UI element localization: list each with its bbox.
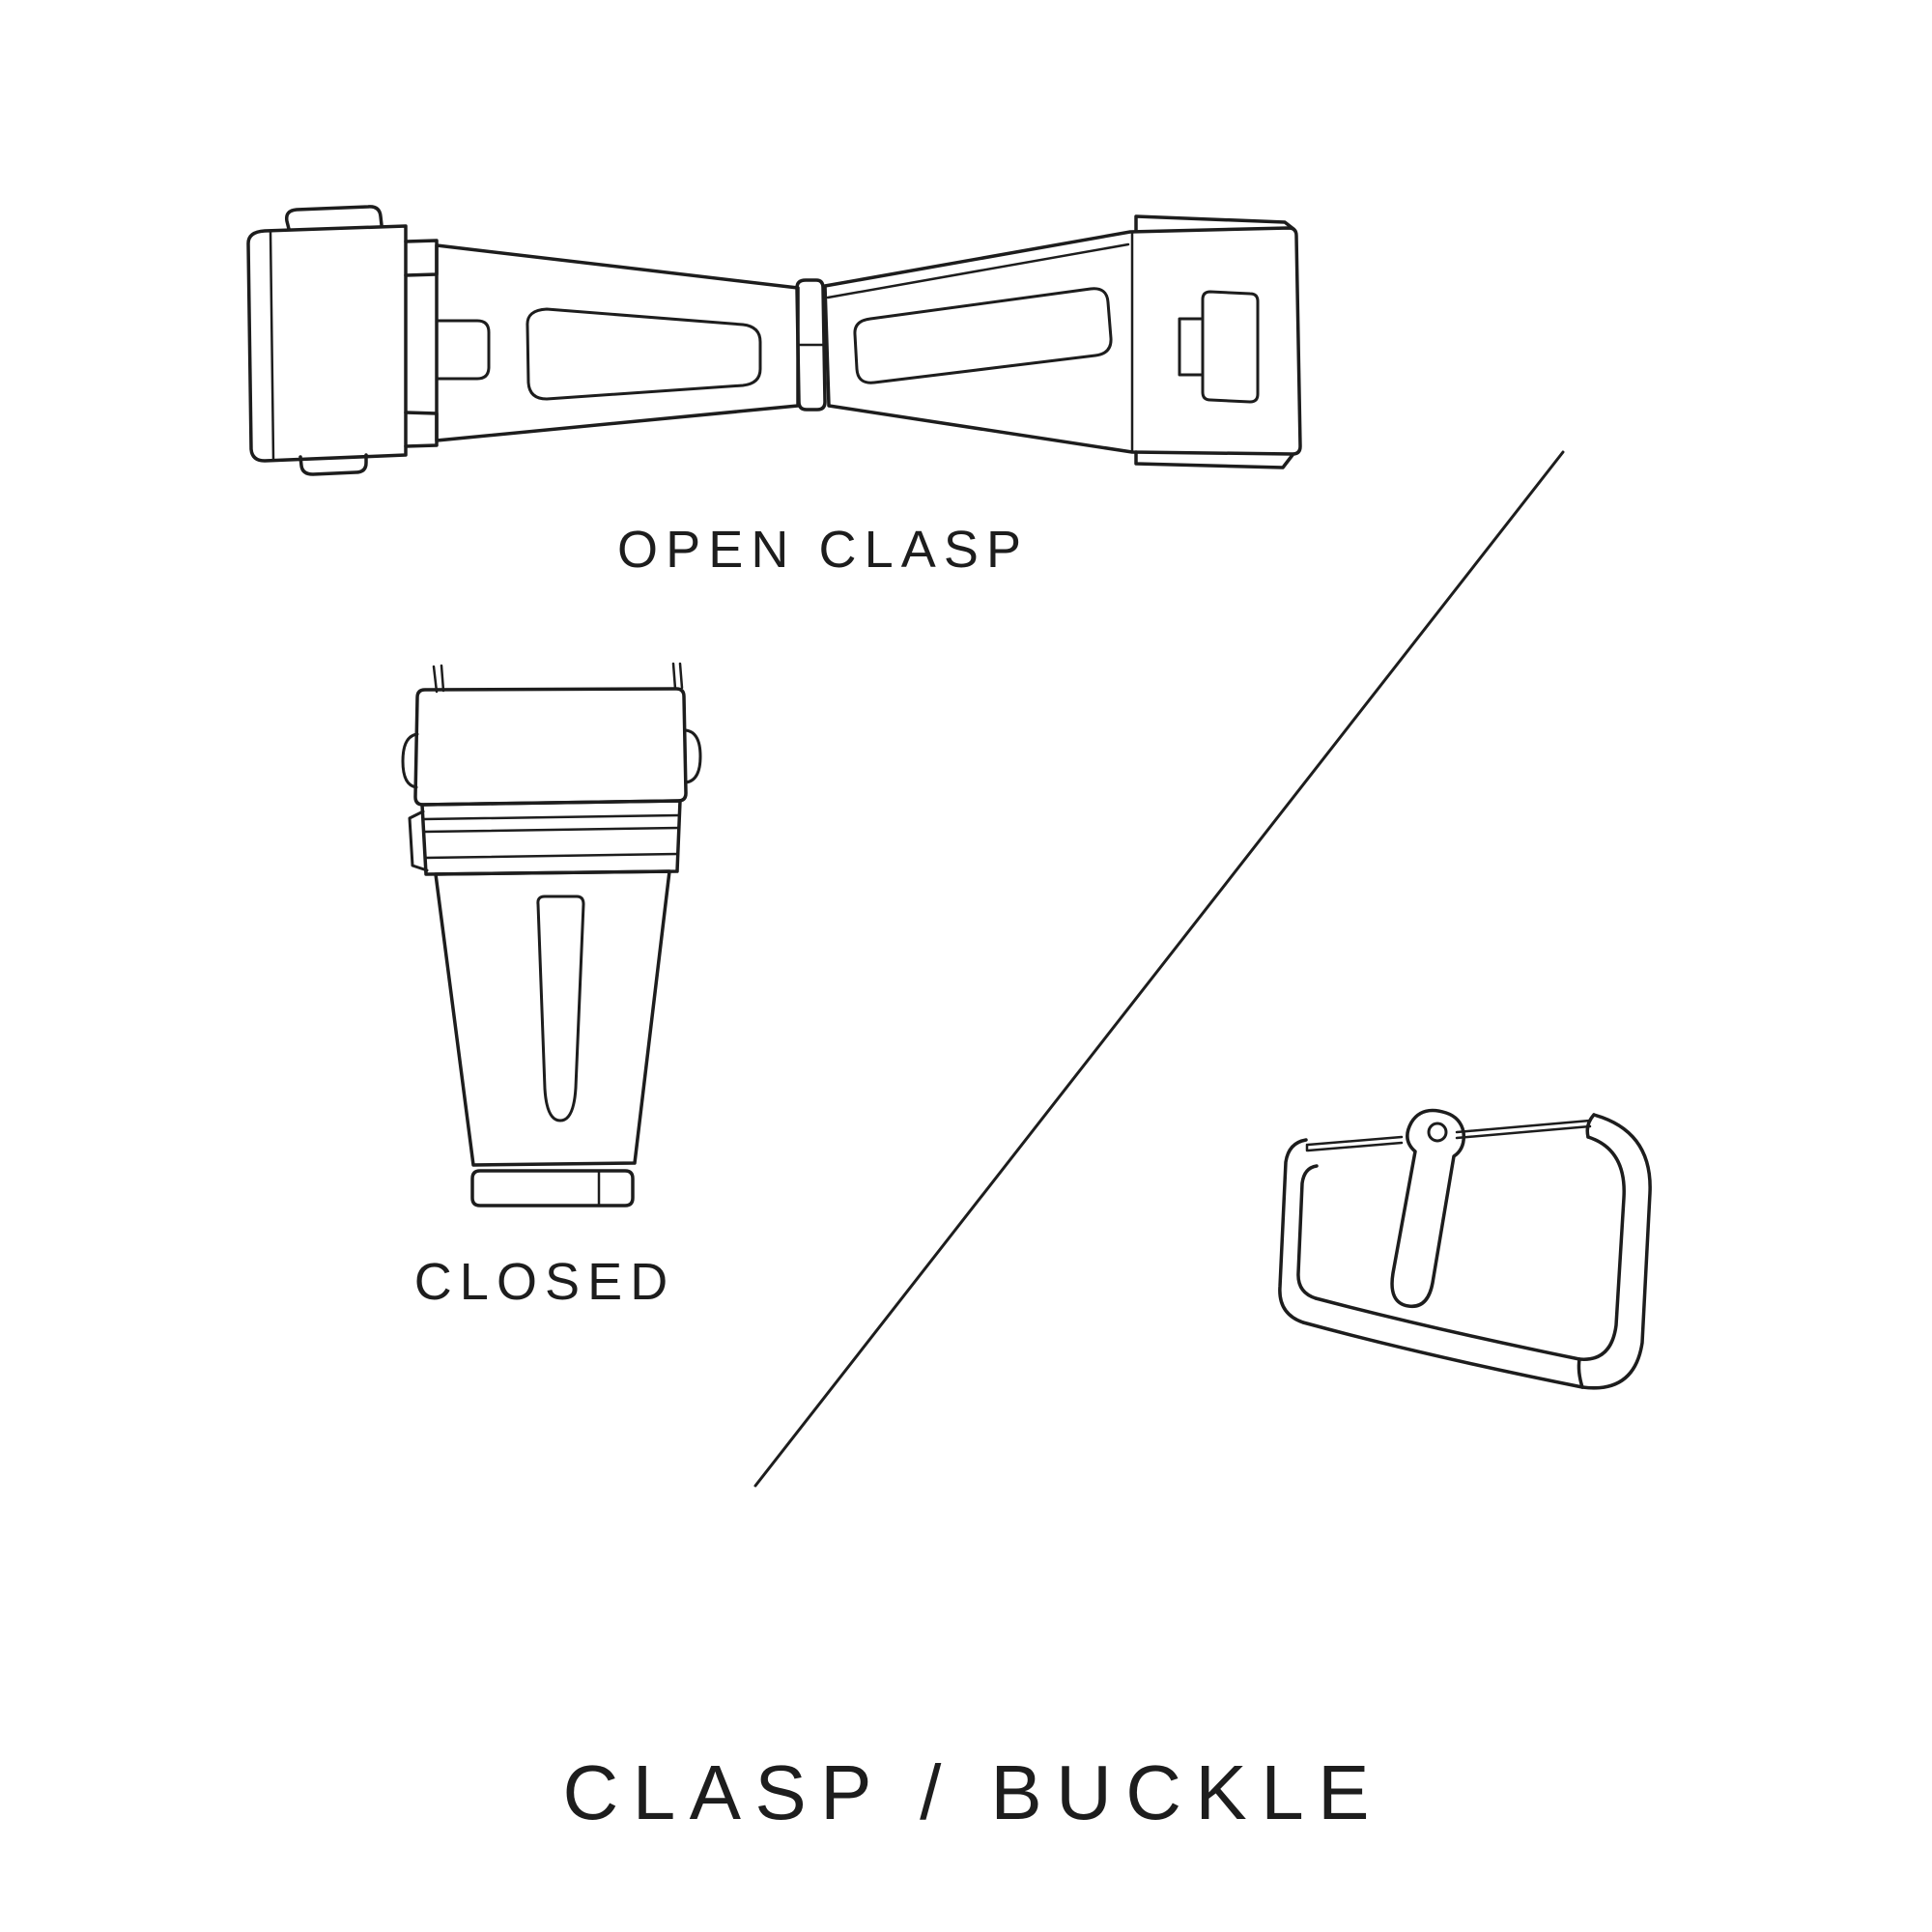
open-clasp-illustration xyxy=(246,205,1302,476)
tang-buckle-illustration xyxy=(1278,1108,1652,1390)
closed-clasp-illustration xyxy=(401,662,702,1208)
page-title: CLASP / BUCKLE xyxy=(562,1749,1383,1835)
diagonal-divider xyxy=(753,450,1565,1488)
closed-clasp-label: CLOSED xyxy=(413,1253,676,1311)
open-clasp-label: OPEN CLASP xyxy=(616,521,1030,579)
